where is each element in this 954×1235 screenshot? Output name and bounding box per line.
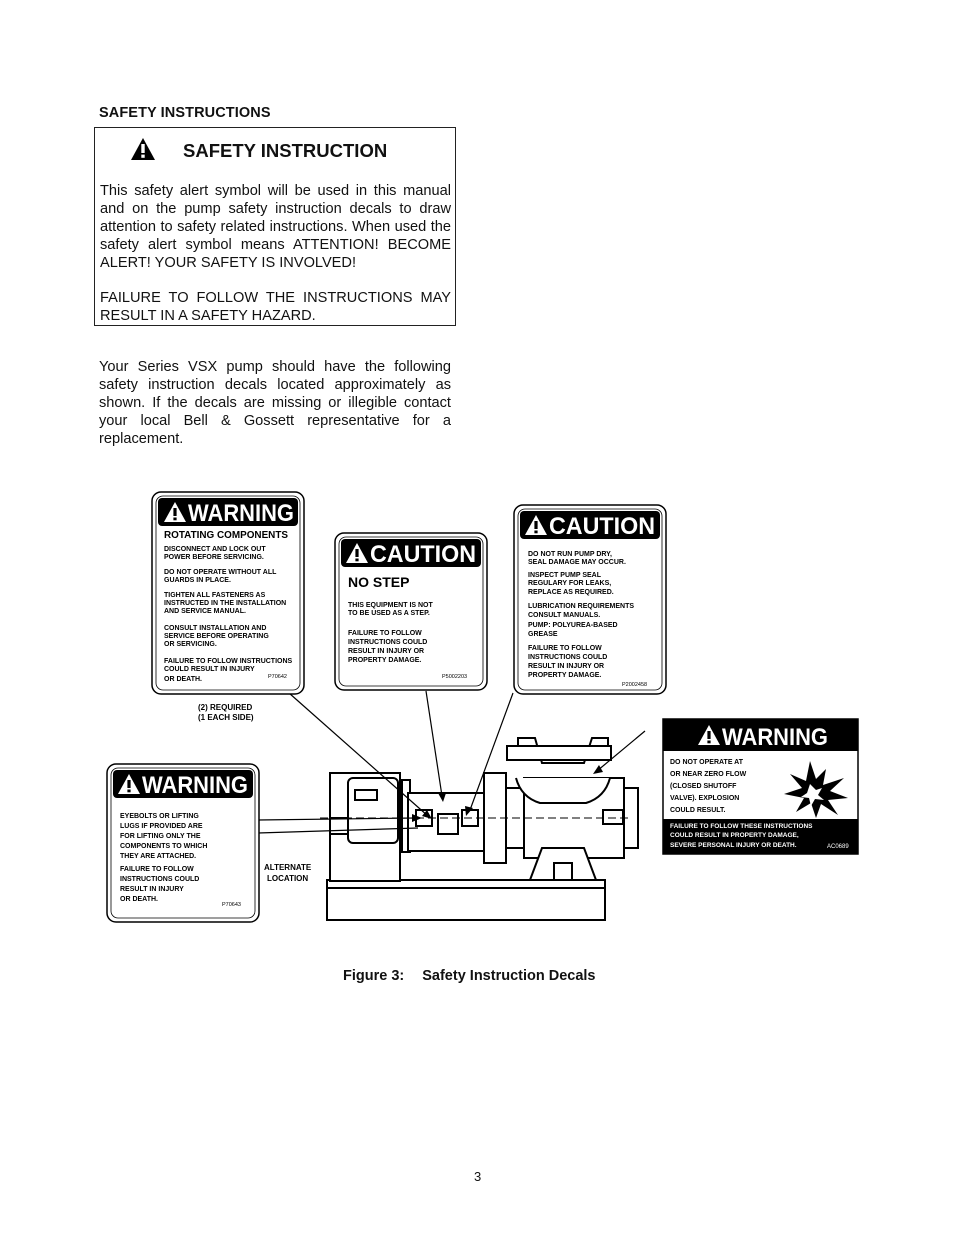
- svg-text:SEAL DAMAGE MAY OCCUR.: SEAL DAMAGE MAY OCCUR.: [528, 559, 626, 566]
- svg-text:INSTRUCTIONS COULD: INSTRUCTIONS COULD: [528, 654, 607, 661]
- svg-text:OR DEATH.: OR DEATH.: [120, 896, 158, 903]
- svg-text:POWER BEFORE SERVICING.: POWER BEFORE SERVICING.: [164, 554, 264, 561]
- svg-text:SEVERE PERSONAL INJURY OR DEAT: SEVERE PERSONAL INJURY OR DEATH.: [670, 842, 797, 849]
- warning-zero-flow-decal: WARNING DO NOT OPERATE AT OR NEAR ZERO F…: [662, 718, 859, 855]
- svg-text:DISCONNECT AND LOCK OUT: DISCONNECT AND LOCK OUT: [164, 546, 266, 553]
- alternate-location-label-2: LOCATION: [267, 874, 308, 883]
- svg-text:OR DEATH.: OR DEATH.: [164, 676, 202, 683]
- svg-text:INSTRUCTIONS COULD: INSTRUCTIONS COULD: [348, 639, 427, 646]
- svg-text:PUMP: POLYUREA-BASED: PUMP: POLYUREA-BASED: [528, 622, 618, 629]
- svg-text:FAILURE TO FOLLOW INSTRUCTIONS: FAILURE TO FOLLOW INSTRUCTIONS: [164, 658, 293, 665]
- svg-text:GUARDS IN PLACE.: GUARDS IN PLACE.: [164, 577, 231, 584]
- safety-instruction-box: SAFETY INSTRUCTION This safety alert sym…: [94, 127, 456, 326]
- svg-text:PROPERTY DAMAGE.: PROPERTY DAMAGE.: [348, 657, 421, 664]
- figure-caption: Figure 3: Safety Instruction Decals: [343, 968, 595, 984]
- safety-box-paragraph-2: FAILURE TO FOLLOW THE INSTRUCTIONS MAY R…: [100, 290, 451, 324]
- svg-text:COULD RESULT IN PROPERTY DAMAG: COULD RESULT IN PROPERTY DAMAGE,: [670, 832, 799, 839]
- caution-no-step-text: THIS EQUIPMENT IS NOT TO BE USED AS A ST…: [348, 602, 434, 664]
- svg-text:OR SERVICING.: OR SERVICING.: [164, 641, 217, 648]
- warning-eyebolts-header: WARNING: [142, 772, 248, 799]
- figure-caption-text: Safety Instruction Decals: [422, 968, 596, 984]
- warning-rotating-title: ROTATING COMPONENTS: [164, 530, 288, 541]
- warning-eyebolts-code: P70643: [222, 902, 241, 908]
- svg-text:INSPECT PUMP SEAL: INSPECT PUMP SEAL: [528, 572, 602, 579]
- safety-decals-figure: WARNING ROTATING COMPONENTS DISCONNECT A…: [100, 488, 860, 933]
- explosion-icon: [784, 761, 848, 818]
- svg-text:INSTRUCTED IN THE INSTALLATION: INSTRUCTED IN THE INSTALLATION: [164, 600, 286, 607]
- svg-text:PROPERTY DAMAGE.: PROPERTY DAMAGE.: [528, 672, 601, 679]
- warning-zero-flow-text: DO NOT OPERATE AT OR NEAR ZERO FLOW (CLO…: [670, 759, 747, 814]
- svg-text:LUBRICATION REQUIREMENTS: LUBRICATION REQUIREMENTS: [528, 603, 634, 610]
- svg-text:FOR LIFTING ONLY THE: FOR LIFTING ONLY THE: [120, 833, 201, 840]
- svg-text:COMPONENTS TO WHICH: COMPONENTS TO WHICH: [120, 843, 207, 850]
- svg-text:FAILURE TO FOLLOW: FAILURE TO FOLLOW: [528, 645, 602, 652]
- safety-box-title: SAFETY INSTRUCTION: [183, 140, 388, 161]
- caution-dry-header: CAUTION: [549, 513, 655, 540]
- svg-text:RESULT IN INJURY: RESULT IN INJURY: [120, 886, 184, 893]
- intro-paragraph: Your Series VSX pump should have the fol…: [99, 359, 451, 447]
- warning-zero-flow-code: AC0689: [827, 844, 849, 850]
- svg-text:LUGS IF PROVIDED ARE: LUGS IF PROVIDED ARE: [120, 823, 203, 830]
- svg-text:FAILURE TO FOLLOW THESE INSTRU: FAILURE TO FOLLOW THESE INSTRUCTIONS: [670, 823, 813, 830]
- svg-text:DO NOT OPERATE AT: DO NOT OPERATE AT: [670, 759, 744, 766]
- svg-text:THIS EQUIPMENT IS NOT: THIS EQUIPMENT IS NOT: [348, 602, 434, 609]
- svg-text:CONSULT MANUALS.: CONSULT MANUALS.: [528, 612, 600, 619]
- warning-rotating-text: DISCONNECT AND LOCK OUT POWER BEFORE SER…: [164, 546, 293, 683]
- safety-box-paragraph-1: This safety alert symbol will be used in…: [100, 183, 451, 271]
- caution-no-step-header: CAUTION: [370, 541, 476, 568]
- caution-dry-text: DO NOT RUN PUMP DRY, SEAL DAMAGE MAY OCC…: [528, 551, 634, 679]
- svg-text:COULD RESULT.: COULD RESULT.: [670, 807, 726, 814]
- svg-text:TIGHTEN ALL FASTENERS AS: TIGHTEN ALL FASTENERS AS: [164, 592, 266, 599]
- svg-text:GREASE: GREASE: [528, 631, 558, 638]
- warning-eyebolts-decal: WARNING EYEBOLTS OR LIFTING LUGS IF PROV…: [106, 763, 260, 923]
- svg-text:OR NEAR ZERO FLOW: OR NEAR ZERO FLOW: [670, 771, 747, 778]
- svg-text:DO NOT OPERATE WITHOUT ALL: DO NOT OPERATE WITHOUT ALL: [164, 569, 277, 576]
- caution-dry-run-decal: CAUTION DO NOT RUN PUMP DRY, SEAL DAMAGE…: [513, 504, 667, 695]
- safety-alert-triangle-icon: [131, 138, 155, 160]
- svg-text:REGULARY FOR LEAKS,: REGULARY FOR LEAKS,: [528, 580, 611, 587]
- warning-zero-flow-header: WARNING: [722, 724, 828, 751]
- svg-text:SERVICE BEFORE OPERATING: SERVICE BEFORE OPERATING: [164, 633, 269, 640]
- caution-no-step-title: NO STEP: [348, 574, 409, 590]
- svg-text:(CLOSED SHUTOFF: (CLOSED SHUTOFF: [670, 783, 737, 790]
- warning-rotating-code: P70642: [268, 674, 287, 680]
- svg-text:RESULT IN INJURY OR: RESULT IN INJURY OR: [528, 663, 604, 670]
- svg-text:COULD RESULT IN INJURY: COULD RESULT IN INJURY: [164, 666, 255, 673]
- svg-text:CONSULT INSTALLATION AND: CONSULT INSTALLATION AND: [164, 625, 266, 632]
- svg-text:VALVE). EXPLOSION: VALVE). EXPLOSION: [670, 795, 739, 802]
- svg-text:THEY ARE ATTACHED.: THEY ARE ATTACHED.: [120, 853, 196, 860]
- caution-no-step-decal: CAUTION NO STEP THIS EQUIPMENT IS NOT TO…: [334, 532, 488, 691]
- required-label-2: (1 EACH SIDE): [198, 713, 254, 722]
- svg-text:INSTRUCTIONS COULD: INSTRUCTIONS COULD: [120, 876, 199, 883]
- svg-text:RESULT IN INJURY OR: RESULT IN INJURY OR: [348, 648, 424, 655]
- svg-text:EYEBOLTS OR LIFTING: EYEBOLTS OR LIFTING: [120, 813, 199, 820]
- leader-arrows: [412, 765, 603, 822]
- warning-rotating-decal: WARNING ROTATING COMPONENTS DISCONNECT A…: [151, 491, 305, 695]
- figure-caption-label: Figure 3:: [343, 968, 405, 984]
- alternate-location-label: ALTERNATE: [264, 863, 312, 872]
- svg-text:FAILURE TO FOLLOW: FAILURE TO FOLLOW: [120, 866, 194, 873]
- svg-text:REPLACE AS REQUIRED.: REPLACE AS REQUIRED.: [528, 589, 614, 596]
- svg-text:FAILURE TO FOLLOW: FAILURE TO FOLLOW: [348, 630, 422, 637]
- page-number: 3: [474, 1169, 482, 1184]
- caution-dry-code: P2002458: [622, 682, 647, 688]
- svg-text:DO NOT RUN PUMP DRY,: DO NOT RUN PUMP DRY,: [528, 551, 612, 558]
- svg-text:TO BE USED AS A STEP.: TO BE USED AS A STEP.: [348, 610, 430, 617]
- required-label: (2) REQUIRED: [198, 703, 252, 712]
- pump-drawing: [320, 737, 639, 921]
- warning-zero-flow-footer: FAILURE TO FOLLOW THESE INSTRUCTIONS COU…: [670, 823, 813, 849]
- svg-text:AND SERVICE MANUAL.: AND SERVICE MANUAL.: [164, 608, 246, 615]
- leader-lines: [257, 690, 646, 834]
- section-heading: SAFETY INSTRUCTIONS: [99, 105, 271, 121]
- warning-eyebolts-text: EYEBOLTS OR LIFTING LUGS IF PROVIDED ARE…: [120, 813, 207, 903]
- pump-decal-diagram: WARNING ROTATING COMPONENTS DISCONNECT A…: [106, 491, 859, 923]
- caution-no-step-code: P5002203: [442, 674, 467, 680]
- warning-rotating-header: WARNING: [188, 500, 294, 527]
